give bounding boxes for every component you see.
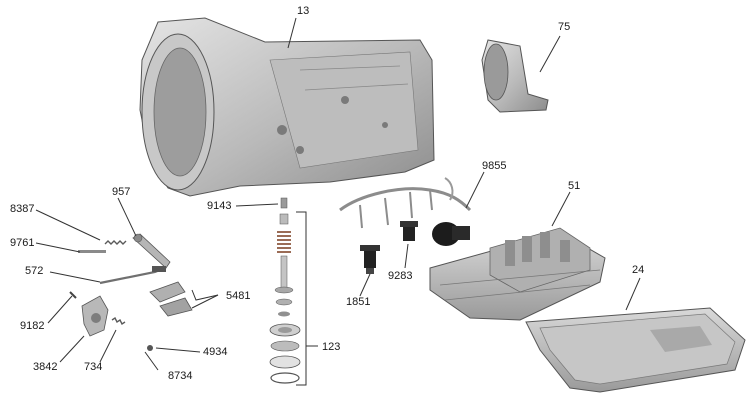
spring-734	[111, 316, 126, 326]
transmission-case	[139, 17, 435, 197]
manual-lever-957	[132, 233, 171, 269]
part-label-1851: 1851	[346, 296, 371, 308]
part-label-4934: 4934	[203, 346, 228, 358]
part-label-51: 51	[568, 180, 581, 192]
part-label-13: 13	[297, 5, 310, 17]
valve-body	[429, 227, 606, 321]
clip-4934	[147, 345, 153, 351]
solenoid-large	[432, 222, 470, 246]
part-label-9761: 9761	[10, 237, 35, 249]
part-label-8734: 8734	[168, 370, 193, 382]
rod-572	[99, 266, 166, 285]
solenoid-9283	[400, 221, 418, 241]
part-label-75: 75	[558, 21, 571, 33]
part-label-734: 734	[84, 361, 103, 373]
wiring-harness	[339, 177, 472, 229]
oil-pan	[525, 307, 746, 393]
part-label-957: 957	[112, 186, 131, 198]
pump-stack-123	[269, 197, 301, 384]
part-label-123: 123	[322, 341, 341, 353]
spring-8387	[104, 240, 127, 245]
bracket-5481	[149, 281, 193, 317]
part-label-8387: 8387	[10, 203, 35, 215]
detent-lever-3842	[81, 295, 109, 337]
pin-9761	[78, 250, 106, 253]
solenoid-1851	[360, 245, 380, 274]
extension-housing	[481, 39, 549, 113]
part-label-572: 572	[25, 265, 44, 277]
part-label-9283: 9283	[388, 270, 413, 282]
leader-lines	[35, 17, 641, 386]
pin-9182	[69, 291, 77, 299]
part-label-5481: 5481	[226, 290, 251, 302]
part-label-9182: 9182	[20, 320, 45, 332]
part-label-9143: 9143	[207, 200, 232, 212]
part-label-9855: 9855	[482, 160, 507, 172]
part-label-3842: 3842	[33, 361, 58, 373]
part-label-24: 24	[632, 264, 645, 276]
